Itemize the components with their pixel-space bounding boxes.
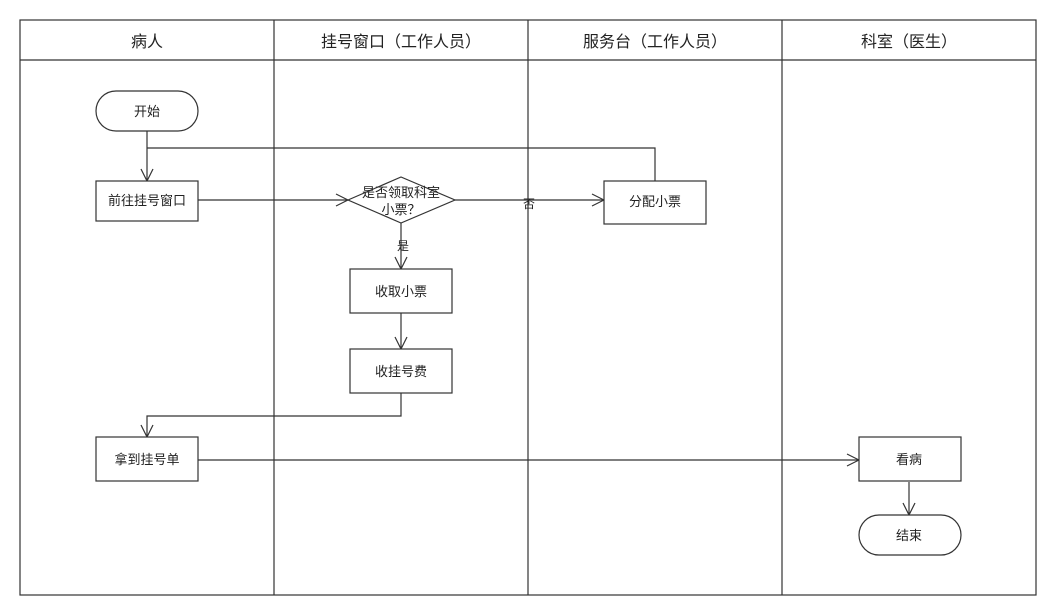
lane-title-department: 科室（医生）	[861, 32, 957, 51]
see-doctor-label: 看病	[896, 452, 922, 468]
registration-slip-label: 拿到挂号单	[114, 452, 179, 468]
see-doctor-box	[858, 436, 962, 482]
decision-label-line2: 小票？	[381, 203, 420, 218]
assign-ticket-label: 分配小票	[629, 195, 681, 210]
collect-ticket-label: 收取小票	[375, 285, 427, 300]
collect-fee-box	[349, 348, 453, 394]
ticket-decision-diamond	[346, 176, 457, 224]
go-to-window-label: 前往挂号窗口	[108, 193, 186, 209]
registration-slip-box	[95, 436, 199, 482]
edge-fee-to-slip	[147, 393, 402, 437]
end-terminal	[858, 514, 962, 556]
lane-title-service-desk: 服务台（工作人员）	[583, 32, 727, 51]
lane-title-patient: 病人	[131, 32, 163, 51]
decision-label-line1: 是否领取科室	[362, 185, 440, 201]
edge-label-yes: 是	[397, 239, 409, 253]
end-label: 结束	[896, 529, 922, 544]
assign-ticket-box	[603, 180, 707, 225]
collect-ticket-box	[349, 268, 453, 314]
start-label: 开始	[134, 105, 160, 120]
go-to-window-box	[95, 180, 199, 222]
collect-fee-label: 收挂号费	[375, 365, 427, 380]
edge-assign-back-to-flow	[147, 147, 656, 181]
lane-title-registration-window: 挂号窗口（工作人员）	[321, 32, 481, 51]
start-terminal	[95, 90, 199, 132]
edge-label-no: 否	[523, 197, 535, 211]
